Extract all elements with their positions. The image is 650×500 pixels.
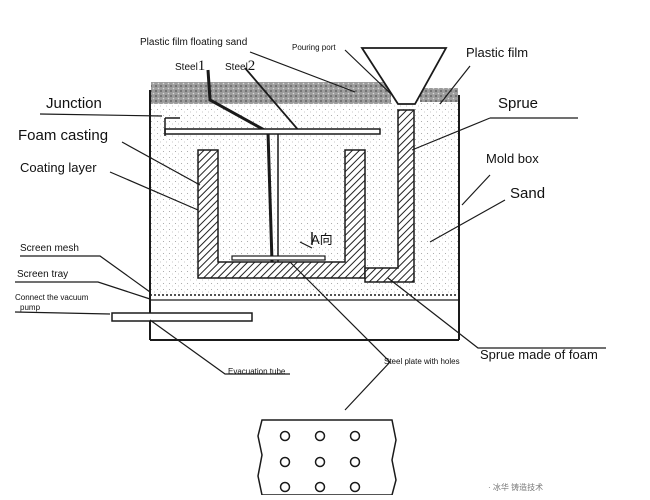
floating-sand-layer-right xyxy=(420,88,458,102)
watermark: · 冰华 铸造技术 xyxy=(488,483,544,492)
leader-plastic-film xyxy=(439,65,471,105)
plate-hole xyxy=(349,430,361,442)
leader-floating-sand xyxy=(249,51,356,93)
label-plastic-film: Plastic film xyxy=(466,45,529,60)
plate-hole xyxy=(349,481,361,493)
label-junction: Junction xyxy=(46,95,102,112)
label-screen-mesh: Screen mesh xyxy=(20,243,79,254)
leader-mold-box xyxy=(461,174,491,206)
plate-hole xyxy=(279,481,291,493)
label-sand: Sand xyxy=(510,185,546,202)
junction-bar xyxy=(164,128,381,135)
leader-evacuation xyxy=(149,319,290,375)
label-sprue: Sprue xyxy=(498,95,539,112)
leader-screen-mesh xyxy=(20,255,151,293)
label-steel-1-word: Steel xyxy=(175,62,198,73)
leader-vacuum xyxy=(14,311,111,315)
leader-screen-tray xyxy=(15,281,151,300)
label-plastic-film-floating-sand: Plastic film floating sand xyxy=(140,37,248,48)
label-a-direction: A向 xyxy=(311,232,333,247)
plate-hole xyxy=(314,430,326,442)
plate-hole xyxy=(314,481,326,493)
label-coating-layer: Coating layer xyxy=(20,160,97,175)
plate-hole xyxy=(279,430,291,442)
label-steel-1-num: 1 xyxy=(197,58,206,74)
plate-hole xyxy=(314,456,326,468)
leader-sprue-foam xyxy=(387,277,606,349)
label-steel-plate-with-holes: Steel plate with holes xyxy=(384,357,460,366)
leader-a-direction xyxy=(299,241,313,249)
steel-2-rod xyxy=(244,67,301,133)
leader-pouring-port xyxy=(344,49,393,96)
evacuation-tube xyxy=(111,312,253,322)
label-connect-vacuum-1: Connect the vacuum xyxy=(15,293,89,302)
plate-holes xyxy=(279,430,361,493)
label-steel-1: Steel1 xyxy=(175,59,205,74)
sprue-made-of-foam xyxy=(364,109,415,283)
leader-sand xyxy=(429,199,506,243)
leader-lines xyxy=(14,49,606,411)
perforated-steel-plate xyxy=(257,419,397,496)
plate-hole xyxy=(279,456,291,468)
steel-1-hanger xyxy=(206,69,274,263)
leader-junction xyxy=(39,113,163,117)
label-pouring-port: Pouring port xyxy=(292,43,336,52)
label-foam-casting: Foam casting xyxy=(18,127,109,144)
leader-sprue xyxy=(411,117,578,151)
inner-steel-plate xyxy=(231,255,326,261)
foam-casting xyxy=(197,149,366,279)
label-connect-vacuum-2: pump xyxy=(20,303,41,312)
leader-foam-casting xyxy=(121,141,201,186)
floating-sand-layer xyxy=(151,82,391,104)
label-steel-2-word: Steel xyxy=(225,62,248,73)
leader-coating-layer xyxy=(109,171,199,211)
label-steel-2-num: 2 xyxy=(247,58,256,74)
label-evacuation-tube: Evacuation tube xyxy=(228,367,286,376)
label-steel-2: Steel2 xyxy=(225,59,255,74)
label-sprue-made-of-foam: Sprue made of foam xyxy=(480,347,598,362)
label-mold-box: Mold box xyxy=(486,151,539,166)
plate-hole xyxy=(349,456,361,468)
label-screen-tray: Screen tray xyxy=(17,269,69,280)
pouring-cup xyxy=(360,47,448,105)
leader-steel-plate-holes xyxy=(289,261,391,411)
